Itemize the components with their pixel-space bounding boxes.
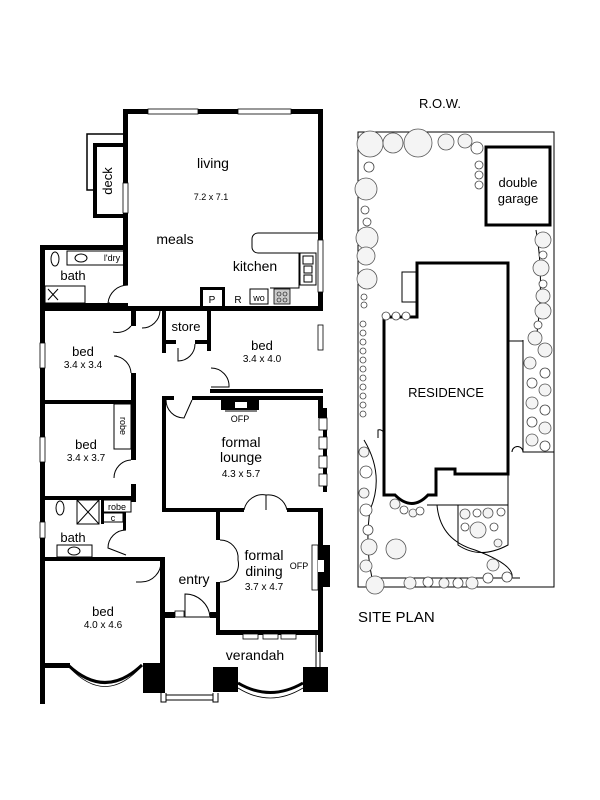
formal-dining: OFP formal dining 3.7 x 4.7 <box>216 508 330 652</box>
laundry-label: l'dry <box>104 253 121 263</box>
site-plan-title: SITE PLAN <box>358 609 435 626</box>
living-dims: 7.2 x 7.1 <box>194 192 229 202</box>
living-zone-walls <box>122 108 324 309</box>
formal-lounge-label-2: lounge <box>220 449 262 465</box>
bath-laundry-top: l'dry bath <box>40 245 129 308</box>
west-wall <box>39 306 46 704</box>
kitchen-fittings: P R wo <box>200 232 318 307</box>
bed-1-dims: 3.4 x 3.4 <box>64 360 103 371</box>
entry-label: entry <box>178 571 209 587</box>
site-plan: R.O.W. double garage RESIDENCE <box>354 96 555 626</box>
bed-1: bed 3.4 x 3.4 <box>40 306 136 404</box>
bed-3: robe bed 3.4 x 3.7 <box>40 403 136 502</box>
deck: deck <box>86 133 128 218</box>
garage-label-1: double <box>498 175 537 190</box>
residence-label: RESIDENCE <box>408 385 484 400</box>
bed-2: bed 3.4 x 4.0 <box>210 324 324 393</box>
row-label: R.O.W. <box>419 96 461 111</box>
bed-master: bed 4.0 x 4.6 <box>40 557 165 693</box>
bed-3-label: bed <box>75 437 97 452</box>
dining-fireplace-label: OFP <box>290 561 309 571</box>
formal-lounge-dims: 4.3 x 5.7 <box>222 469 261 480</box>
trees <box>354 128 553 595</box>
store: store <box>141 310 211 362</box>
robe-2-label: robe <box>108 502 126 512</box>
formal-dining-label-2: dining <box>245 563 282 579</box>
bed-2-label: bed <box>251 338 273 353</box>
verandah: verandah <box>160 635 328 703</box>
bed-3-dims: 3.4 x 3.7 <box>67 453 106 464</box>
linen-label: c <box>111 513 116 523</box>
lounge-fireplace-label: OFP <box>231 414 250 424</box>
meals-label: meals <box>156 231 193 247</box>
wall-oven-label: wo <box>252 293 265 303</box>
formal-dining-dims: 3.7 x 4.7 <box>245 582 284 593</box>
store-label: store <box>172 319 201 334</box>
bed-2-dims: 3.4 x 4.0 <box>243 354 282 365</box>
double-garage <box>484 145 552 227</box>
garage-label-2: garage <box>498 191 538 206</box>
formal-lounge: OFP formal lounge 4.3 x 5.7 <box>162 396 328 512</box>
bath-mid-label: bath <box>60 530 85 545</box>
bed-master-label: bed <box>92 604 114 619</box>
living-label: living <box>197 155 229 171</box>
pantry-label: P <box>209 295 216 306</box>
floor-plan: deck l'dry bath <box>39 108 330 704</box>
bed-master-dims: 4.0 x 4.6 <box>84 620 123 631</box>
bed-1-label: bed <box>72 344 94 359</box>
kitchen-label: kitchen <box>233 258 277 274</box>
entry: entry <box>165 571 220 618</box>
deck-label: deck <box>100 167 115 195</box>
bath-top-label: bath <box>60 268 85 283</box>
verandah-label: verandah <box>226 647 284 663</box>
formal-lounge-label-1: formal <box>222 434 261 450</box>
formal-dining-label-1: formal <box>245 547 284 563</box>
residence-outline <box>382 261 510 505</box>
robe-1-label: robe <box>118 417 128 435</box>
bath-mid: robe c bath <box>40 499 132 561</box>
fridge-label: R <box>234 295 241 306</box>
